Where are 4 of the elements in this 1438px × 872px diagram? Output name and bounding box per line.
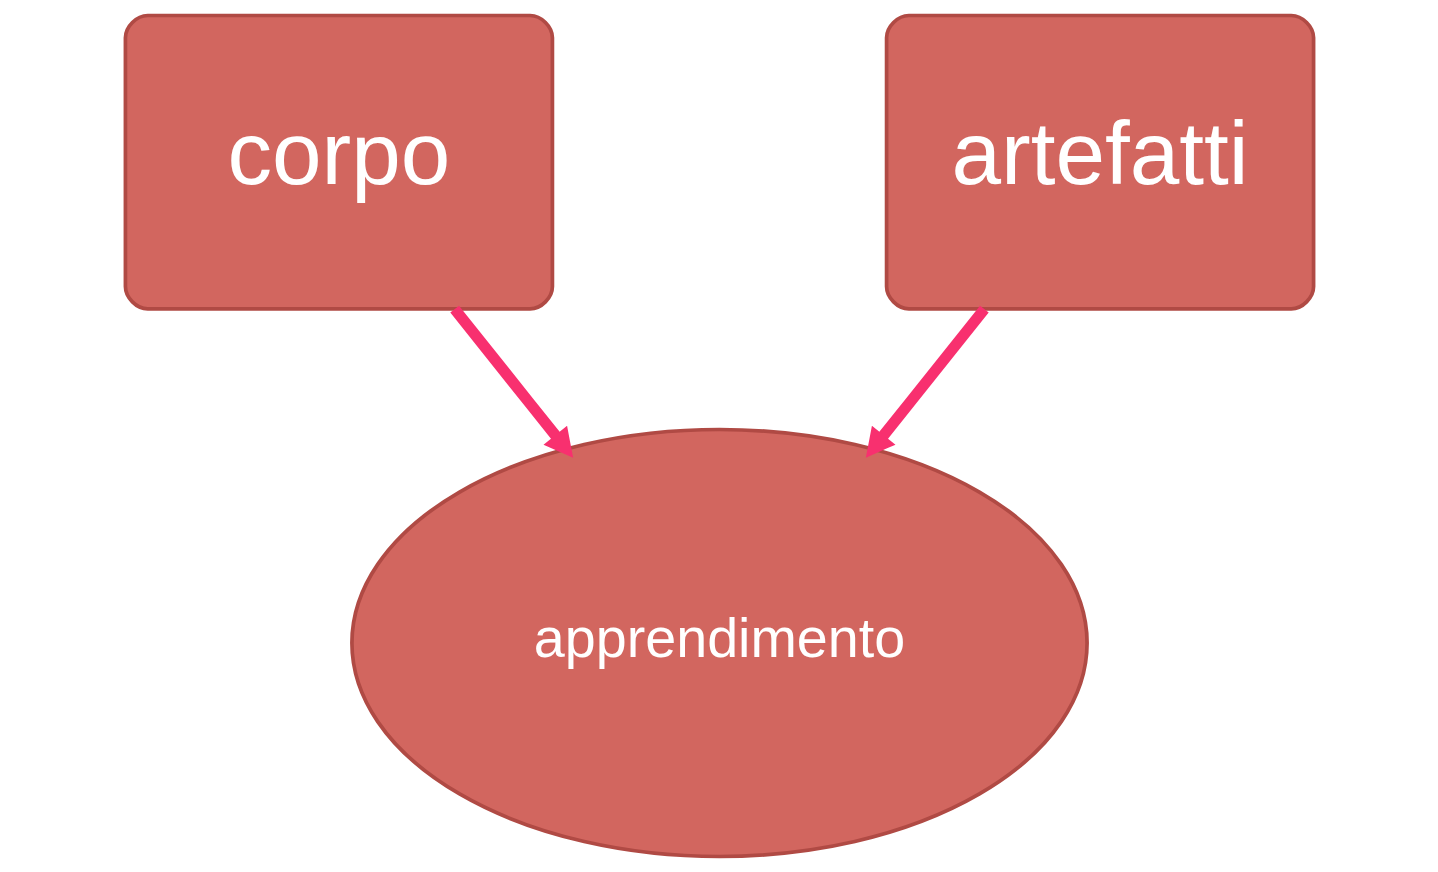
node-box: artefatti [884,13,1315,311]
node-box: corpo [123,13,554,311]
arrow [865,305,989,458]
arrow [449,305,573,458]
